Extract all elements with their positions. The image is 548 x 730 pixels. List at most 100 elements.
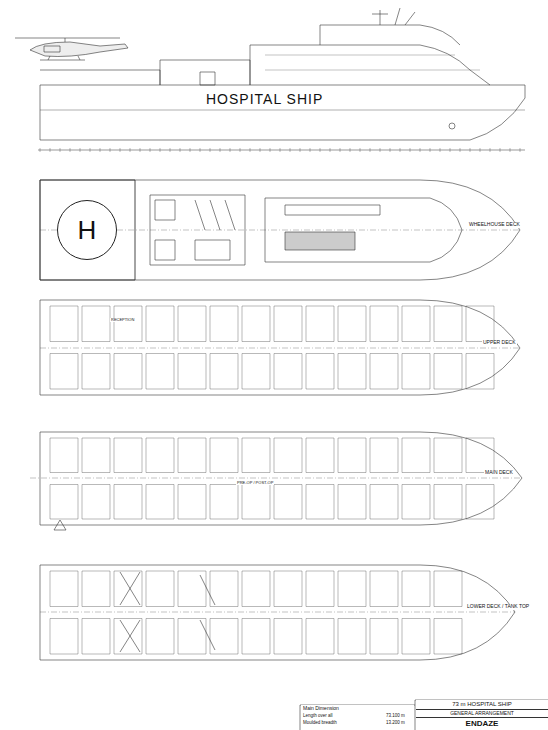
partition-line: [398, 619, 399, 655]
partition-line: [310, 148, 311, 152]
partition-line: [338, 654, 366, 655]
partition-line: [210, 148, 211, 152]
partition-line: [242, 654, 270, 655]
partition-line: [210, 306, 238, 307]
partition-line: [366, 619, 367, 655]
partition-line: [434, 654, 462, 655]
partition-line: [242, 306, 243, 342]
partition-line: [210, 306, 211, 342]
partition-line: [142, 571, 143, 607]
dimension-text: 73.100 m: [385, 714, 406, 719]
partition-line: [140, 148, 141, 152]
partition-line: [510, 148, 511, 152]
partition-line: [114, 389, 142, 390]
partition-line: [114, 519, 142, 520]
partition-line: [82, 354, 83, 390]
partition-line: [366, 485, 367, 520]
partition-line: [434, 353, 462, 354]
partition-line: [190, 148, 191, 152]
partition-line: [78, 306, 79, 342]
partition-line: [274, 341, 302, 342]
partition-line: [180, 148, 181, 152]
partition-line: [434, 606, 462, 607]
partition-line: [306, 354, 307, 390]
partition-line: [146, 389, 174, 390]
helideck-mark: H: [78, 216, 97, 245]
partition-line: [210, 654, 238, 655]
lower-deck-plan: [40, 565, 515, 660]
partition-line: [50, 341, 78, 342]
partition-line: [238, 619, 239, 655]
partition-line: [82, 306, 110, 307]
partition-line: [82, 606, 110, 607]
partition-line: [242, 485, 243, 520]
partition-line: [82, 571, 110, 572]
partition-line: [380, 148, 381, 152]
partition-line: [370, 438, 398, 439]
title-block-cell: Main Dimension: [301, 705, 414, 713]
partition-line: [280, 148, 281, 152]
partition-line: [130, 148, 131, 152]
hull-title: HOSPITAL SHIP: [205, 92, 324, 107]
partition-line: [402, 519, 430, 520]
partition-line: [370, 472, 398, 473]
partition-line: [500, 148, 501, 152]
partition-line: [114, 438, 142, 439]
partition-line: [306, 519, 334, 520]
partition-line: [420, 148, 421, 152]
partition-line: [82, 619, 83, 655]
partition-line: [110, 438, 111, 473]
partition-line: [402, 571, 430, 572]
partition-line: [110, 306, 111, 342]
partition-line: [366, 438, 367, 473]
partition-line: [50, 571, 78, 572]
partition-line: [178, 438, 179, 473]
partition-line: [494, 306, 495, 342]
partition-line: [306, 472, 334, 473]
partition-line: [370, 618, 398, 619]
partition-line: [402, 389, 430, 390]
partition-line: [370, 571, 398, 572]
partition-line: [210, 619, 211, 655]
partition-line: [274, 654, 302, 655]
partition-line: [242, 606, 270, 607]
partition-line: [366, 354, 367, 390]
partition-line: [178, 571, 179, 607]
partition-line: [370, 619, 371, 655]
partition-line: [306, 306, 334, 307]
partition-line: [434, 438, 462, 439]
partition-line: [178, 485, 179, 520]
partition-line: [370, 148, 371, 152]
partition-line: [434, 484, 462, 485]
partition-line: [110, 619, 111, 655]
partition-line: [174, 438, 175, 473]
partition-line: [370, 341, 398, 342]
partition-line: [434, 485, 435, 520]
partition-line: [462, 619, 463, 655]
partition-line: [274, 353, 302, 354]
partition-line: [80, 148, 81, 152]
partition-line: [302, 354, 303, 390]
partition-line: [430, 148, 431, 152]
partition-line: [50, 353, 78, 354]
partition-line: [334, 354, 335, 390]
partition-line: [40, 148, 41, 152]
partition-line: [306, 389, 334, 390]
partition-line: [466, 354, 467, 390]
partition-line: [110, 148, 111, 152]
partition-line: [302, 571, 303, 607]
partition-line: [210, 571, 211, 607]
partition-line: [50, 472, 78, 473]
room-partitions: [40, 148, 520, 654]
partition-line: [178, 618, 206, 619]
partition-line: [210, 571, 238, 572]
partition-line: [430, 306, 431, 342]
partition-line: [210, 519, 238, 520]
partition-line: [302, 438, 303, 473]
partition-line: [430, 438, 431, 473]
partition-line: [306, 484, 334, 485]
main-deck-plan: [30, 432, 522, 530]
partition-line: [338, 519, 366, 520]
partition-line: [370, 571, 371, 607]
partition-line: [306, 606, 334, 607]
